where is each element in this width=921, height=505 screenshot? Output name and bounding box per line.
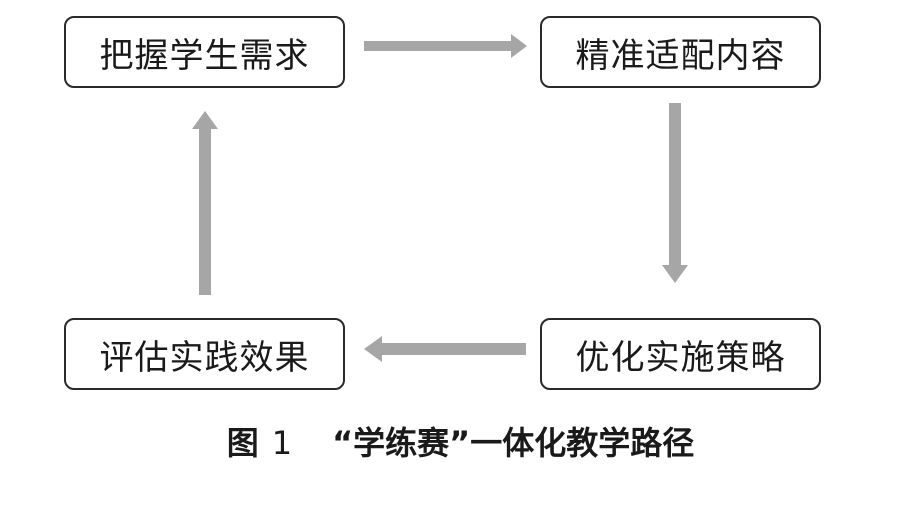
arrow-left: [364, 336, 526, 362]
node-optimize-strategy: 优化实施策略: [540, 318, 821, 390]
node-grasp-student-needs: 把握学生需求: [64, 16, 345, 88]
arrow-right: [364, 34, 527, 58]
figure-title: “学练赛”一体化教学路径: [332, 424, 695, 462]
node-label: 精准适配内容: [575, 35, 786, 76]
node-label: 评估实践效果: [99, 337, 310, 378]
node-precise-content-adaptation: 精准适配内容: [540, 16, 821, 88]
figure-label: 图: [226, 424, 260, 462]
node-label: 优化实施策略: [575, 337, 786, 378]
node-evaluate-effect: 评估实践效果: [64, 318, 345, 390]
figure-number: 1: [271, 424, 293, 462]
node-label: 把握学生需求: [99, 35, 310, 76]
arrow-down: [662, 103, 688, 283]
arrow-up: [192, 111, 218, 295]
